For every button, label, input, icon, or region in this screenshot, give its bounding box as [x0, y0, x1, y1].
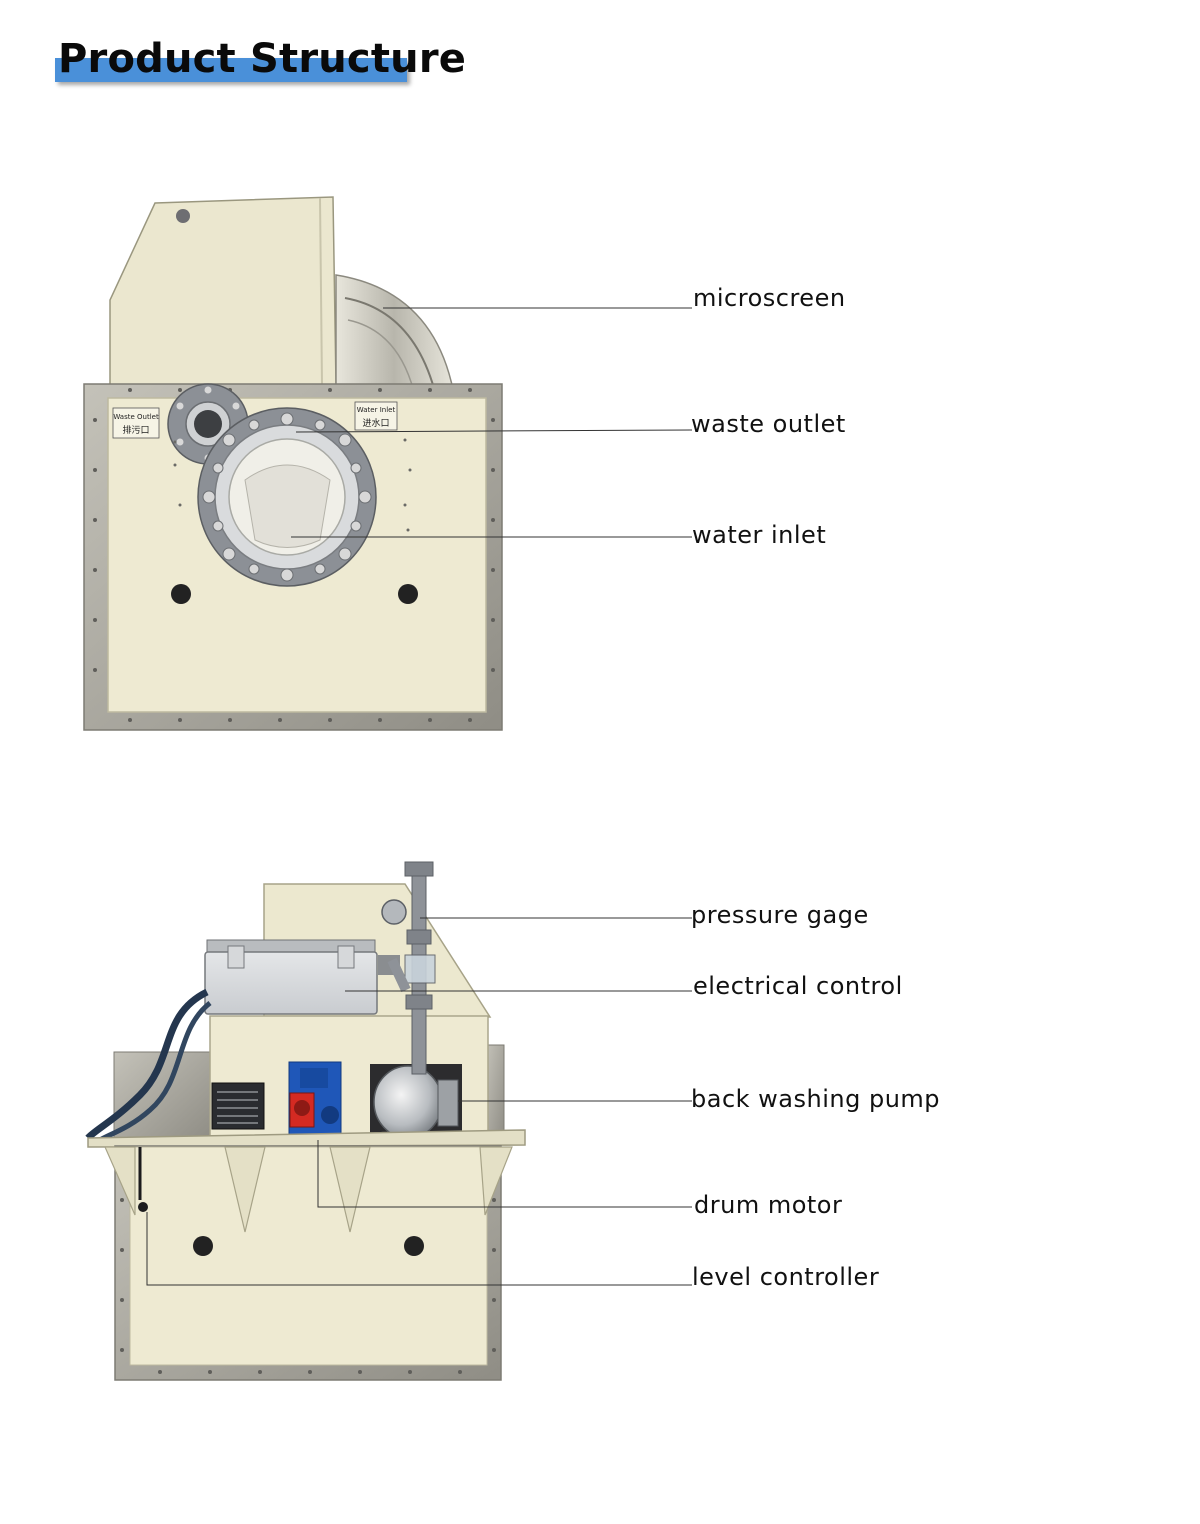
water-inlet-flange	[197, 407, 377, 587]
waste-outlet-plate-en: Waste Outlet	[113, 413, 159, 421]
level-controller-leader	[146, 1212, 692, 1286]
callout-drum-motor: drum motor	[694, 1191, 843, 1219]
callout-pressure-gage: pressure gage	[691, 901, 869, 929]
pressure-gage-piping	[381, 861, 436, 1075]
microscreen-drum	[335, 274, 453, 386]
level-controller	[138, 1202, 148, 1212]
callout-back-washing-pump: back washing pump	[691, 1085, 941, 1113]
lower-tank-panel	[129, 1146, 488, 1366]
panel-screws	[173, 438, 412, 532]
lower-drain-cap-left	[193, 1236, 213, 1256]
lower-drain-cap-right	[404, 1236, 424, 1256]
title-highlight-bar	[55, 58, 407, 82]
housing-bolt	[176, 209, 190, 223]
shelf-brackets	[104, 1146, 513, 1233]
nameplate	[211, 1082, 265, 1130]
drain-cap-left	[171, 584, 191, 604]
callout-level-controller: level controller	[692, 1263, 880, 1291]
upper-housing	[109, 196, 337, 386]
top-machine: Waste Outlet 排污口 Water Inlet 进水口	[83, 196, 503, 731]
callout-water-inlet: water inlet	[692, 521, 827, 549]
callout-electrical-control: electrical control	[693, 972, 903, 1000]
waste-outlet-plate	[112, 407, 160, 439]
pressure-gage	[381, 899, 407, 925]
top-callout-lines	[291, 307, 693, 538]
page-title: Product Structure	[55, 36, 466, 88]
water-inlet-plate-en: Water Inlet	[357, 406, 396, 414]
callout-waste-outlet: waste outlet	[691, 410, 846, 438]
frame-rivets	[93, 388, 495, 722]
drum-motor-leader	[317, 1140, 692, 1208]
drum-motor	[288, 1061, 342, 1138]
bottom-machine	[85, 861, 526, 1381]
waste-outlet-leader	[295, 429, 693, 433]
hose	[85, 988, 209, 1141]
water-inlet-plate	[354, 401, 398, 431]
nameplate-lines	[217, 1091, 258, 1124]
water-inlet-plate-cn: 进水口	[362, 417, 389, 429]
lower-frame-rivets	[120, 1198, 496, 1374]
electrical-control-box	[204, 939, 400, 1015]
hose-second	[98, 1001, 212, 1143]
waste-outlet-plate-cn: 排污口	[122, 424, 149, 436]
drain-cap-right	[398, 584, 418, 604]
bottom-callout-lines	[146, 917, 692, 1286]
page-title-text: Product Structure	[58, 36, 467, 82]
equipment-shelf	[87, 1129, 526, 1148]
back-washing-pump	[370, 1064, 462, 1140]
callout-microscreen: microscreen	[693, 284, 846, 312]
